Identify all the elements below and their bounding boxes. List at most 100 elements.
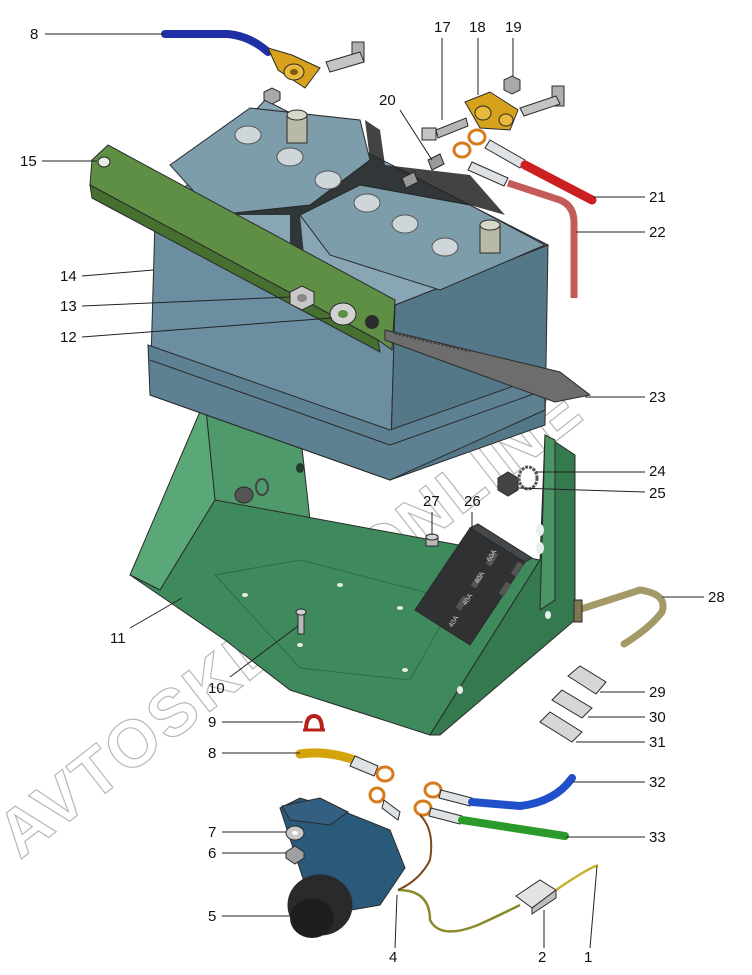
wire-1 xyxy=(555,863,599,892)
strap-28 xyxy=(573,586,667,648)
callout-13: 13 xyxy=(60,296,291,315)
svg-text:7: 7 xyxy=(208,824,216,841)
svg-text:25: 25 xyxy=(649,485,666,502)
svg-text:15: 15 xyxy=(20,153,37,170)
svg-text:1: 1 xyxy=(584,949,592,966)
callout-5: 5 xyxy=(208,908,290,925)
svg-text:32: 32 xyxy=(649,774,666,791)
callout-9: 9 xyxy=(208,714,303,731)
star-washer-24 xyxy=(517,465,539,491)
lid-screws xyxy=(234,125,459,257)
shackle-9 xyxy=(303,713,325,732)
terminal-bolt-17 xyxy=(421,117,469,141)
callout-2: 2 xyxy=(538,910,546,966)
svg-text:27: 27 xyxy=(423,493,440,510)
callout-31: 31 xyxy=(576,734,666,751)
svg-text:11: 11 xyxy=(110,630,126,647)
bolt-27 xyxy=(425,533,439,547)
callout-26: 26 xyxy=(464,493,481,530)
top-bolt-left xyxy=(325,41,365,73)
svg-text:6: 6 xyxy=(208,845,216,862)
terminal-nut-19 xyxy=(503,75,521,95)
callout-28: 28 xyxy=(662,589,725,606)
clip-30 xyxy=(551,689,593,719)
callouts: 8 17 18 19 20 15 21 22 xyxy=(20,19,725,966)
callout-14: 14 xyxy=(60,268,154,285)
fuse-block: 40A 40A 40A 60A xyxy=(414,523,533,646)
cable-32-blue xyxy=(423,774,576,811)
callout-33: 33 xyxy=(566,829,666,846)
callout-19: 19 xyxy=(505,19,522,76)
battery-switch xyxy=(279,786,406,938)
callout-20: 20 xyxy=(379,92,433,161)
callout-7: 7 xyxy=(208,824,286,841)
callout-25: 25 xyxy=(517,485,666,502)
svg-text:10: 10 xyxy=(208,680,225,697)
cable-33-green xyxy=(413,799,569,840)
svg-text:8: 8 xyxy=(30,26,38,43)
callout-8-bottom: 8 xyxy=(208,745,300,762)
callout-4: 4 xyxy=(389,894,398,966)
callout-23: 23 xyxy=(585,389,666,406)
callout-32: 32 xyxy=(572,774,666,791)
cable-21-red xyxy=(452,128,597,205)
callout-10: 10 xyxy=(208,625,299,697)
svg-text:20: 20 xyxy=(379,92,396,109)
svg-text:12: 12 xyxy=(60,329,77,346)
svg-text:2: 2 xyxy=(538,949,546,966)
svg-text:33: 33 xyxy=(649,829,666,846)
callout-21: 21 xyxy=(593,189,666,206)
svg-text:19: 19 xyxy=(505,19,522,36)
clamp-washer xyxy=(329,302,357,326)
svg-text:9: 9 xyxy=(208,714,216,731)
terminal-clamp-18 xyxy=(464,91,519,131)
svg-text:4: 4 xyxy=(389,949,397,966)
callout-6: 6 xyxy=(208,845,286,862)
svg-text:28: 28 xyxy=(708,589,725,606)
callout-29: 29 xyxy=(600,684,666,701)
cable-8-bottom xyxy=(295,748,395,783)
callout-15: 15 xyxy=(20,153,97,170)
svg-text:21: 21 xyxy=(649,189,666,206)
wire-4 xyxy=(397,814,521,933)
svg-text:26: 26 xyxy=(464,493,481,510)
battery-terminals xyxy=(286,109,501,254)
callout-8-top: 8 xyxy=(30,26,165,43)
clip-31 xyxy=(539,711,583,743)
svg-text:30: 30 xyxy=(649,709,666,726)
callout-11: 11 xyxy=(110,597,183,647)
callout-18: 18 xyxy=(469,19,486,95)
callout-1: 1 xyxy=(584,865,598,966)
cable-22-red-thin xyxy=(467,161,578,298)
terminal-bolt-right xyxy=(519,85,565,117)
svg-text:23: 23 xyxy=(649,389,666,406)
clip-29 xyxy=(567,665,607,695)
clamp-nut xyxy=(289,285,315,311)
callout-30: 30 xyxy=(588,709,666,726)
svg-text:24: 24 xyxy=(649,463,666,480)
nut-25 xyxy=(497,471,519,497)
top-nut-left xyxy=(263,87,281,105)
callout-22: 22 xyxy=(576,224,666,241)
battery-tray xyxy=(129,399,576,736)
svg-text:17: 17 xyxy=(434,19,451,36)
svg-text:14: 14 xyxy=(60,268,77,285)
hold-down-rod xyxy=(384,329,592,403)
callout-24: 24 xyxy=(536,463,666,480)
callout-12: 12 xyxy=(60,317,333,346)
svg-text:31: 31 xyxy=(649,734,666,751)
svg-text:8: 8 xyxy=(208,745,216,762)
tray-nut xyxy=(234,478,269,504)
battery-clamp-bar xyxy=(89,144,396,353)
svg-text:13: 13 xyxy=(60,298,77,315)
svg-text:5: 5 xyxy=(208,908,216,925)
connector-2 xyxy=(515,879,557,915)
tray-bolt xyxy=(295,608,307,635)
svg-text:22: 22 xyxy=(649,224,666,241)
svg-text:18: 18 xyxy=(469,19,486,36)
callout-17: 17 xyxy=(434,19,451,120)
nut-6 xyxy=(285,845,305,865)
svg-text:29: 29 xyxy=(649,684,666,701)
washer-7 xyxy=(285,825,305,841)
